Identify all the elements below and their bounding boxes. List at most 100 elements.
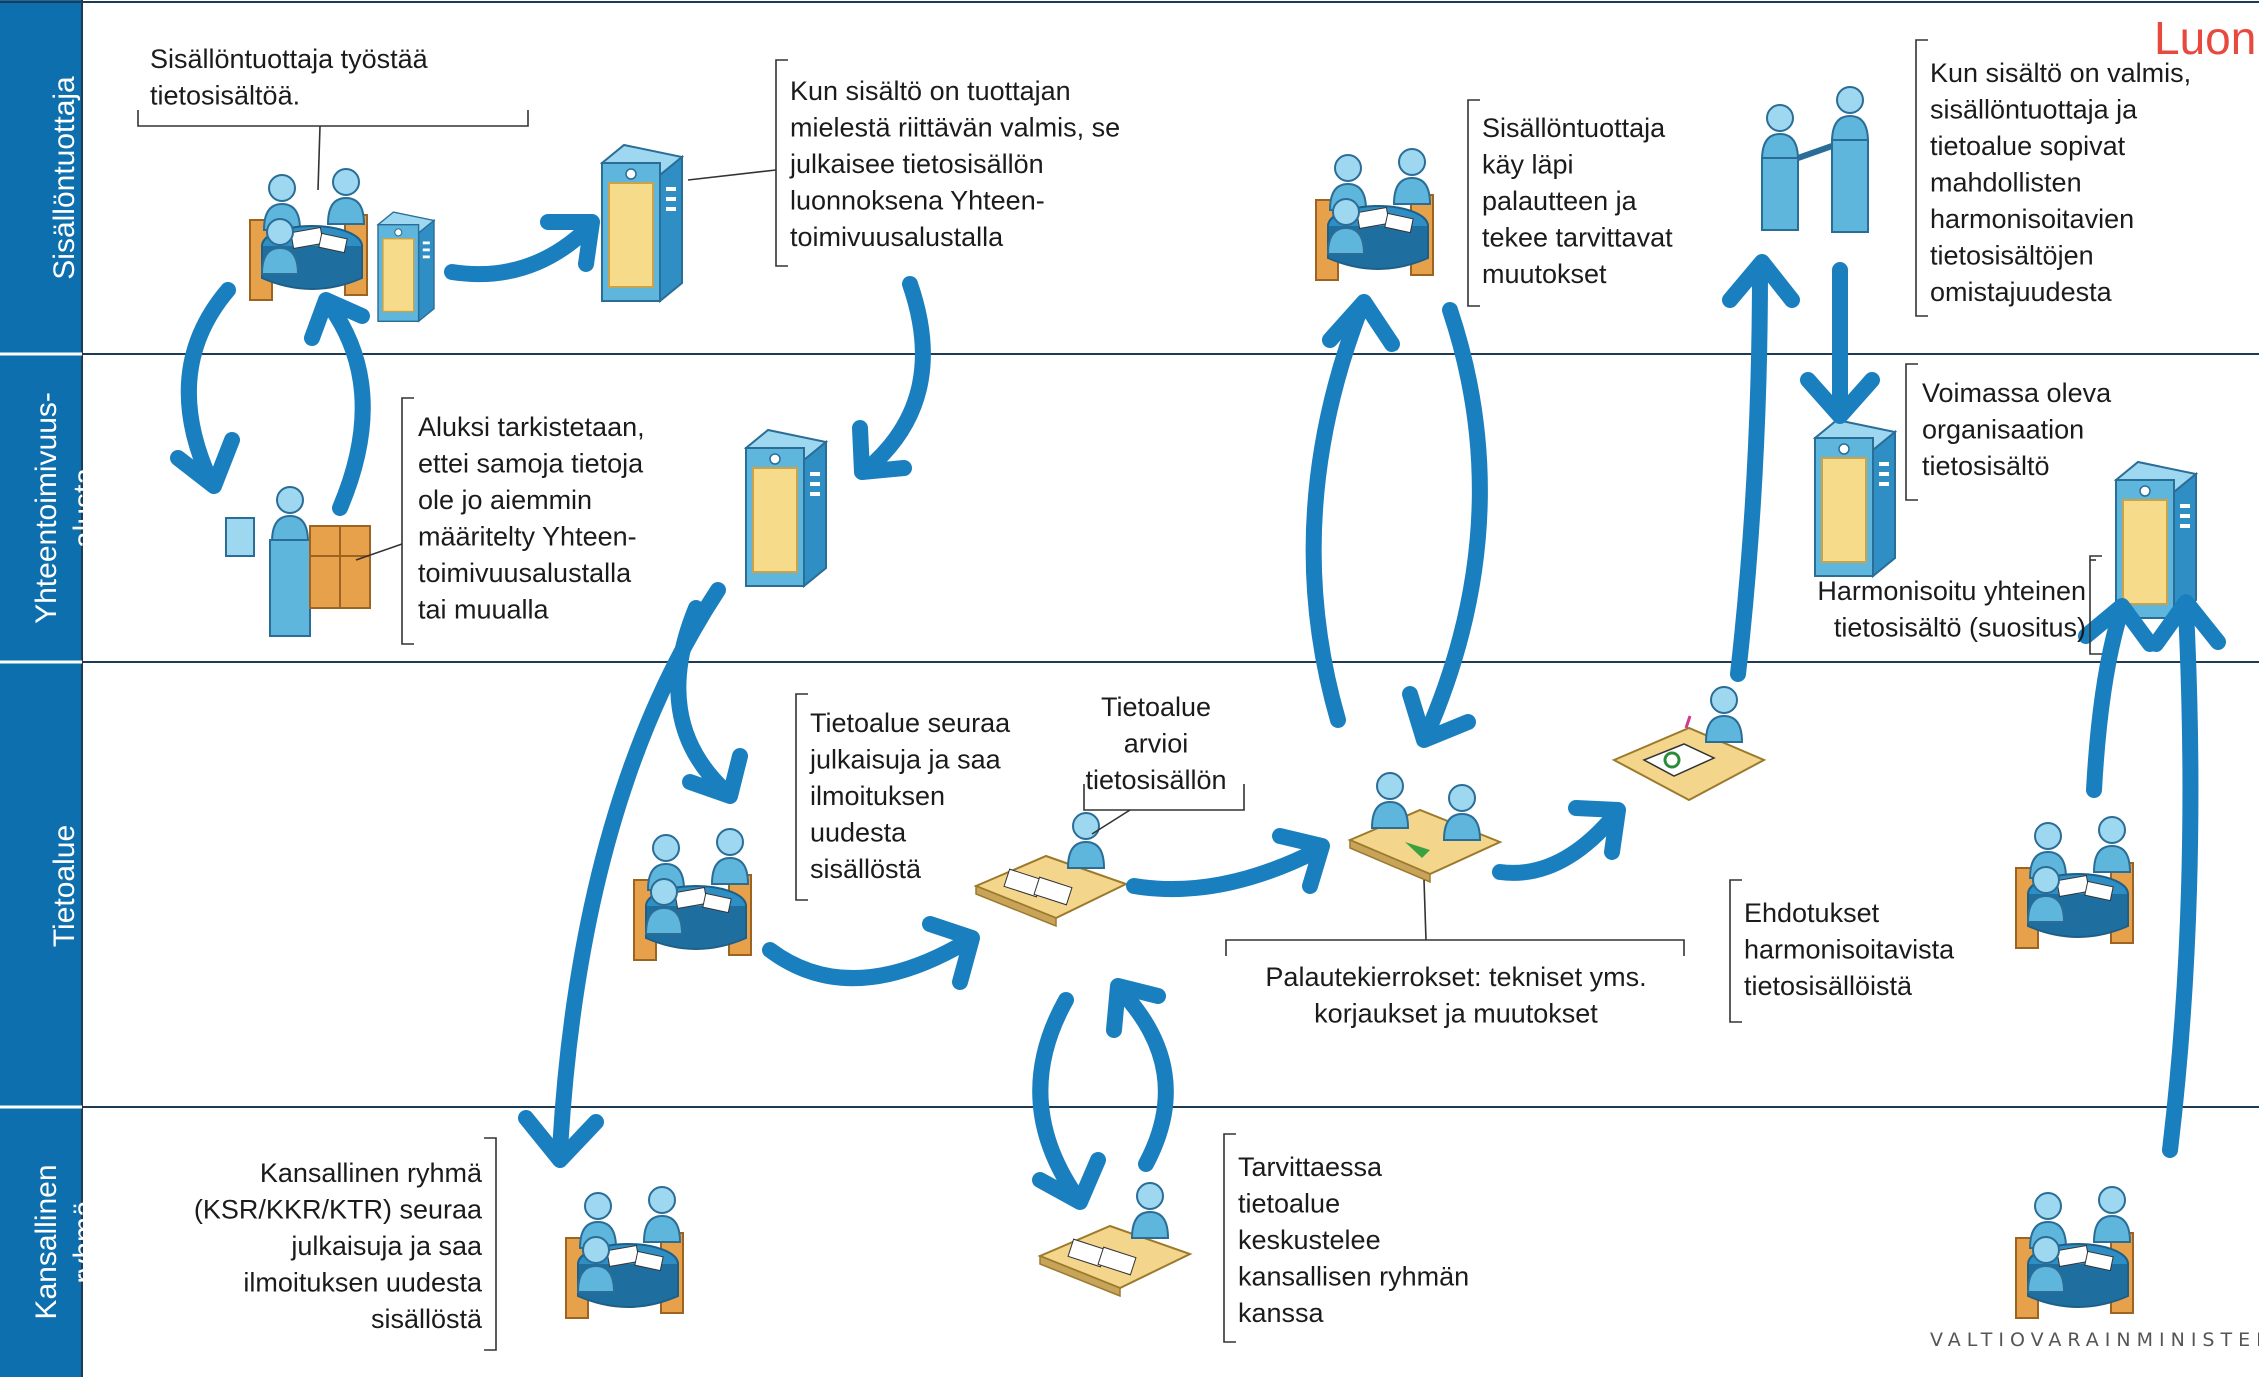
- note-tarvittaessa: Tarvittaessa tietoalue keskustelee kansalli…: [1238, 1152, 1469, 1328]
- text-line: Yhteentoimivuus-: [30, 392, 63, 624]
- text-line: tekee tarvittavat: [1482, 223, 1673, 253]
- server-icon: [601, 144, 683, 302]
- note-voimassa: Voimassa oleva organisaation tietosisältö: [1922, 378, 2112, 481]
- lane-label-sisallontuottaja: Sisällöntuottaja: [48, 76, 81, 280]
- text-line: Ehdotukset: [1744, 898, 1880, 928]
- text-line: tietosisältöä.: [150, 81, 300, 111]
- lane-label-yhteentoimivuusalusta: Yhteentoimivuus-alusta: [30, 392, 101, 624]
- text-line: ilmoituksen: [810, 781, 945, 811]
- server-icon: [745, 429, 827, 587]
- note-omistajuus: Kun sisältö on valmis, sisällöntuottaja j…: [1930, 58, 2191, 307]
- text-line: Sisällöntuottaja: [1482, 113, 1666, 143]
- text-line: arvioi: [1124, 729, 1189, 759]
- meeting-icon: [2016, 817, 2133, 948]
- text-line: julkaisee tietosisällön: [789, 149, 1044, 179]
- flow-arrows: [170, 214, 2226, 1210]
- note-brackets: [137, 39, 2102, 1351]
- note-palautekierrokset: Palautekierrokset: tekniset yms. korjauks…: [1265, 962, 1646, 1029]
- text-line: harmonisoitavien: [1930, 204, 2134, 234]
- note-ehdotukset: Ehdotukset harmonisoitavista tietosisällöi…: [1744, 898, 1955, 1001]
- text-line: Aluksi tarkistetaan,: [418, 412, 645, 442]
- signing-desk-icon: [1614, 687, 1764, 800]
- text-line: palautteen ja: [1482, 186, 1638, 216]
- text-line: Sisällöntuottaja työstää: [150, 44, 429, 74]
- text-line: tietoalue sopivat: [1930, 131, 2126, 161]
- text-line: uudesta: [810, 818, 907, 848]
- note-seuraa: Tietoalue seuraa julkaisuja ja saa ilmoitu…: [809, 708, 1011, 884]
- note-harmonisoitu: Harmonisoitu yhteinen tietosisältö (suosi…: [1817, 576, 2086, 643]
- meeting-icon: [250, 169, 367, 300]
- text-line: toimivuusalustalla: [418, 558, 632, 588]
- note-tyostaa: Sisällöntuottaja työstää tietosisältöä.: [150, 44, 429, 111]
- text-line: tietosisällön: [1085, 765, 1226, 795]
- meeting-icon: [1316, 149, 1433, 280]
- text-line: tietosisältöjen: [1930, 241, 2094, 271]
- text-line: kansallisen ryhmän: [1238, 1262, 1469, 1292]
- icons: [225, 86, 2197, 1318]
- text-line: Sisällöntuottaja: [48, 76, 81, 280]
- text-line: ettei samoja tietoja: [418, 449, 644, 479]
- text-line: Tietoalue: [1101, 692, 1211, 722]
- person-with-tablet-icon: [225, 486, 371, 637]
- text-line: korjaukset ja muutokset: [1314, 999, 1598, 1029]
- note-kansallinen: Kansallinen ryhmä (KSR/KKR/KTR) seuraa jul…: [194, 1158, 483, 1334]
- lane-label-tietoalue: Tietoalue: [48, 825, 81, 947]
- note-julkaisee: Kun sisältö on tuottajan mielestä riittäv…: [789, 76, 1120, 252]
- meeting-icon: [634, 829, 751, 960]
- text-line: Kansallinen ryhmä: [260, 1158, 483, 1188]
- note-tarkistetaan: Aluksi tarkistetaan, ettei samoja tietoja…: [418, 412, 645, 625]
- handshake-icon: [1761, 86, 1869, 233]
- server-icon: [377, 211, 435, 322]
- text-line: sisällöntuottaja ja: [1930, 95, 2138, 125]
- text-line: Voimassa oleva: [1922, 378, 2112, 408]
- note-arvioi: Tietoalue arvioi tietosisällön: [1085, 692, 1226, 795]
- text-line: Kun sisältö on tuottajan: [790, 76, 1071, 106]
- text-line: Palautekierrokset: tekniset yms.: [1265, 962, 1646, 992]
- text-line: tai muualla: [418, 595, 550, 625]
- text-line: mahdollisten: [1930, 168, 2082, 198]
- text-line: Kun sisältö on valmis,: [1930, 58, 2191, 88]
- text-line: mielestä riittävän valmis, se: [790, 113, 1120, 143]
- text-line: Tietoalue: [48, 825, 81, 947]
- text-line: tietoalue: [1238, 1189, 1340, 1219]
- text-line: organisaation: [1922, 415, 2084, 445]
- text-line: Tarvittaessa: [1238, 1152, 1383, 1182]
- watermark-valtiovarainministerio: VALTIOVARAINMINISTERIÖ: [1930, 1328, 2259, 1351]
- text-line: julkaisuja ja saa: [290, 1231, 483, 1261]
- text-line: ryhmä: [68, 1200, 101, 1284]
- text-line: sisällöstä: [810, 854, 922, 884]
- text-line: julkaisuja ja saa: [809, 745, 1002, 775]
- text-line: tietosisältö: [1922, 451, 2050, 481]
- text-line: luonnoksena Yhteen-: [790, 186, 1045, 216]
- lane-bar: [0, 0, 82, 1377]
- text-line: keskustelee: [1238, 1225, 1381, 1255]
- text-line: alusta: [68, 468, 101, 548]
- text-line: harmonisoitavista: [1744, 935, 1955, 965]
- text-line: kanssa: [1238, 1298, 1325, 1328]
- meeting-icon: [2016, 1187, 2133, 1318]
- watermark-luon: Luon: [2154, 12, 2256, 64]
- text-line: tietosisältö (suositus): [1834, 613, 2086, 643]
- server-icon: [1814, 419, 1896, 577]
- text-line: muutokset: [1482, 259, 1607, 289]
- text-line: Tietoalue seuraa: [810, 708, 1011, 738]
- two-person-desk-icon: [1350, 773, 1500, 882]
- text-line: käy läpi: [1482, 150, 1574, 180]
- note-kay-lapi: Sisällöntuottaja käy läpi palautteen ja tek…: [1482, 113, 1673, 289]
- text-line: sisällöstä: [371, 1304, 483, 1334]
- text-line: tietosisällöistä: [1744, 971, 1913, 1001]
- text-line: Harmonisoitu yhteinen: [1817, 576, 2086, 606]
- text-line: toimivuusalustalla: [790, 222, 1004, 252]
- desk-worker-icon: [976, 813, 1126, 926]
- text-line: omistajuudesta: [1930, 277, 2113, 307]
- text-line: ole jo aiemmin: [418, 485, 592, 515]
- text-line: määritelty Yhteen-: [418, 522, 637, 552]
- text-line: ilmoituksen uudesta: [243, 1268, 483, 1298]
- meeting-icon: [566, 1187, 683, 1318]
- text-line: Kansallinen: [30, 1164, 63, 1319]
- text-line: (KSR/KKR/KTR) seuraa: [194, 1195, 483, 1225]
- notes: Sisällöntuottaja työstää tietosisältöä. K…: [150, 44, 2191, 1334]
